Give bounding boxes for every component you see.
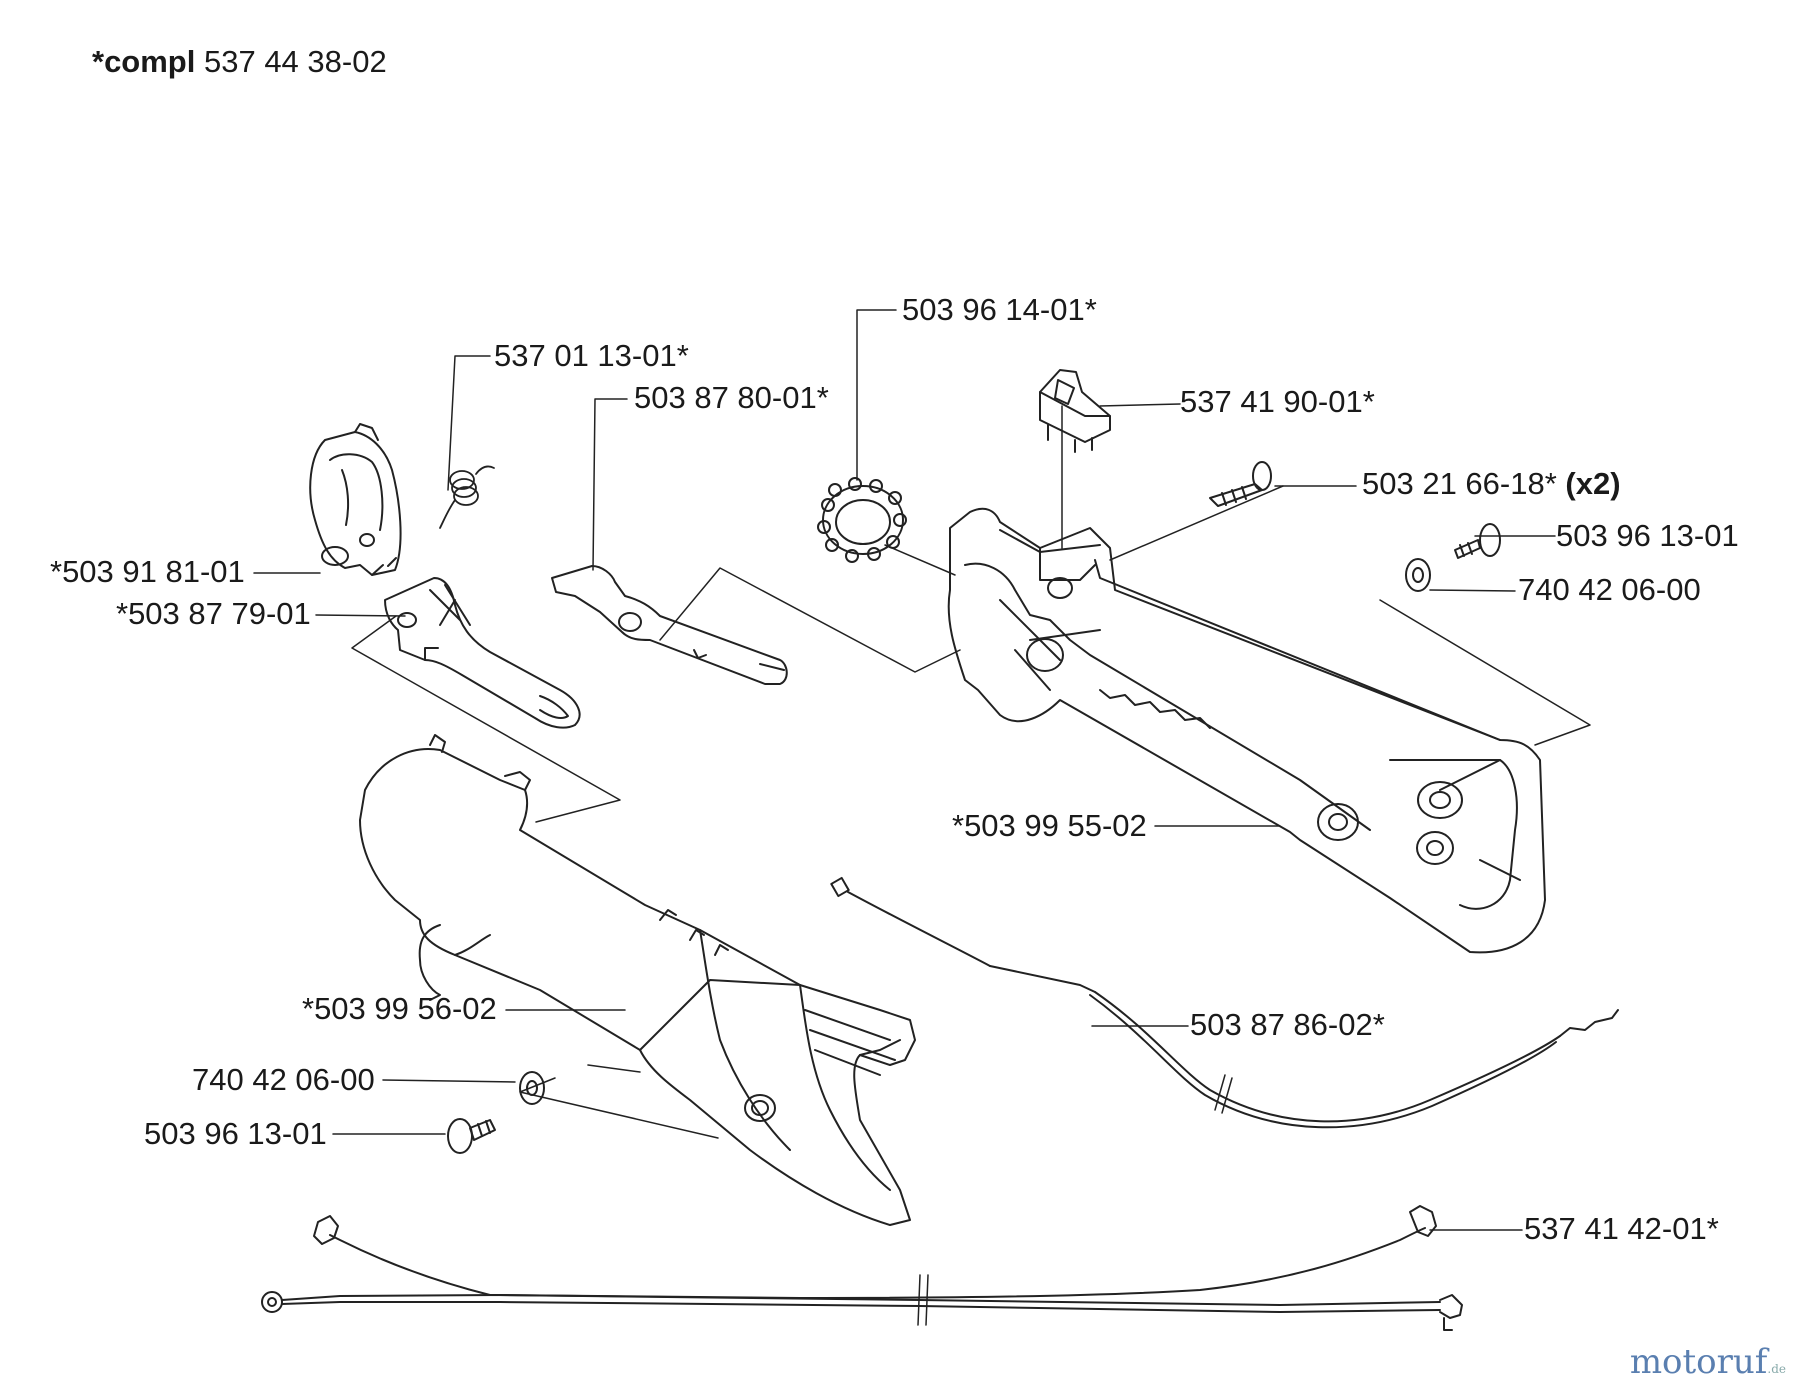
handle-left-half-part [359, 734, 916, 1226]
part-label-503-99-55-02: *503 99 55-02 [952, 808, 1147, 843]
part-label-537-41-42-01: 537 41 42-01* [1524, 1211, 1719, 1246]
throttle-trigger-part [384, 577, 581, 729]
throttle-cable-part [830, 876, 1619, 1129]
assembly-guide-lines [351, 544, 1591, 1139]
throttle-lock-part [551, 565, 788, 685]
part-label-503-96-13-01-left: 503 96 13-01 [144, 1116, 327, 1151]
part-label-503-99-56-02: *503 99 56-02 [302, 991, 497, 1026]
screw-washer-right-part [1405, 523, 1501, 592]
part-label-503-87-86-02: 503 87 86-02* [1190, 1007, 1385, 1042]
part-label-503-96-14-01: 503 96 14-01* [902, 292, 1097, 327]
watermark-tld: .de [1767, 1362, 1786, 1376]
gear-ring-part [817, 477, 907, 563]
diagram-title: *compl 537 44 38-02 [92, 44, 387, 80]
screw-part [1209, 461, 1272, 507]
wire-harness-part [261, 1205, 1463, 1331]
part-label-537-01-13-01: 537 01 13-01* [494, 338, 689, 373]
title-part-number: 537 44 38-02 [203, 44, 387, 79]
handle-right-half-part [947, 507, 1546, 954]
part-label-503-87-79-01: *503 87 79-01 [116, 596, 311, 631]
watermark-brand: motoruf [1629, 1342, 1768, 1382]
stop-switch-part [1039, 369, 1111, 453]
title-prefix: *compl [92, 44, 196, 79]
watermark-logo: motoruf.de [1630, 1342, 1786, 1382]
part-label-503-87-80-01: 503 87 80-01* [634, 380, 829, 415]
part-label-503-21-66-18: 503 21 66-18* (x2) [1362, 466, 1621, 501]
part-label-537-41-90-01: 537 41 90-01* [1180, 384, 1375, 419]
trigger-bracket-part [309, 423, 402, 576]
part-label-503-91-81-01: *503 91 81-01 [50, 554, 245, 589]
part-label-740-42-06-00-left: 740 42 06-00 [192, 1062, 375, 1097]
torsion-spring-part [439, 465, 495, 529]
part-label-740-42-06-00-right: 740 42 06-00 [1518, 572, 1701, 607]
part-label-503-96-13-01-right: 503 96 13-01 [1556, 518, 1739, 553]
quantity-note: (x2) [1565, 466, 1621, 501]
leader-lines [253, 309, 1556, 1231]
screw-washer-left-part [447, 1071, 545, 1154]
